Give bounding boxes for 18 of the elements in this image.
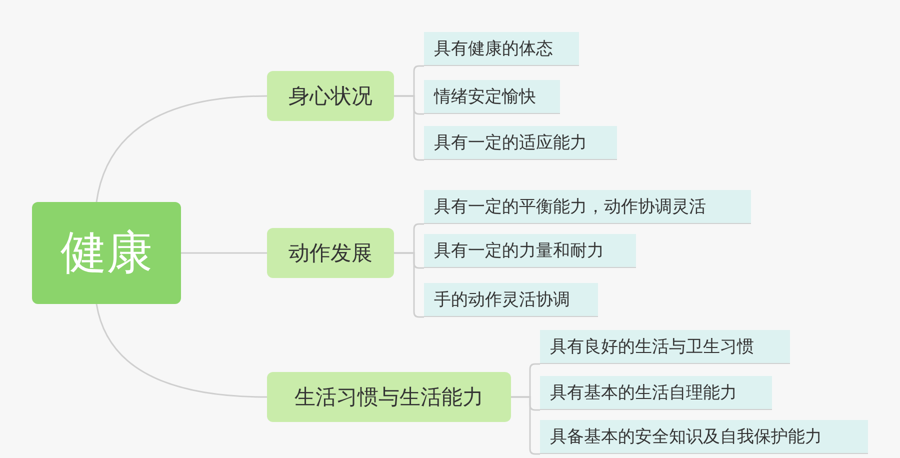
connector-line bbox=[394, 95, 424, 161]
subtopic-box: 情绪安定愉快 bbox=[424, 80, 560, 114]
root-topic-box: 健康 bbox=[32, 202, 181, 304]
connector-line bbox=[96, 95, 268, 202]
subtopic-box: 具有一定的平衡能力，动作协调灵活 bbox=[424, 190, 751, 224]
subtopic-box: 具有良好的生活与卫生习惯 bbox=[540, 330, 790, 364]
subtopic-box: 具有健康的体态 bbox=[424, 32, 579, 66]
subtopic-box: 具有一定的适应能力 bbox=[424, 126, 617, 160]
connector-line bbox=[96, 304, 268, 398]
subtopic-box: 具备基本的安全知识及自我保护能力 bbox=[540, 420, 868, 454]
subtopic-box: 具有基本的生活自理能力 bbox=[540, 376, 772, 410]
topic-box: 身心状况 bbox=[267, 71, 394, 121]
topic-box: 生活习惯与生活能力 bbox=[267, 372, 511, 422]
topic-box: 动作发展 bbox=[267, 228, 394, 278]
connector-line bbox=[394, 252, 424, 318]
subtopic-box: 具有一定的力量和耐力 bbox=[424, 234, 636, 268]
subtopic-box: 手的动作灵活协调 bbox=[424, 283, 598, 317]
connector-line bbox=[181, 252, 267, 254]
